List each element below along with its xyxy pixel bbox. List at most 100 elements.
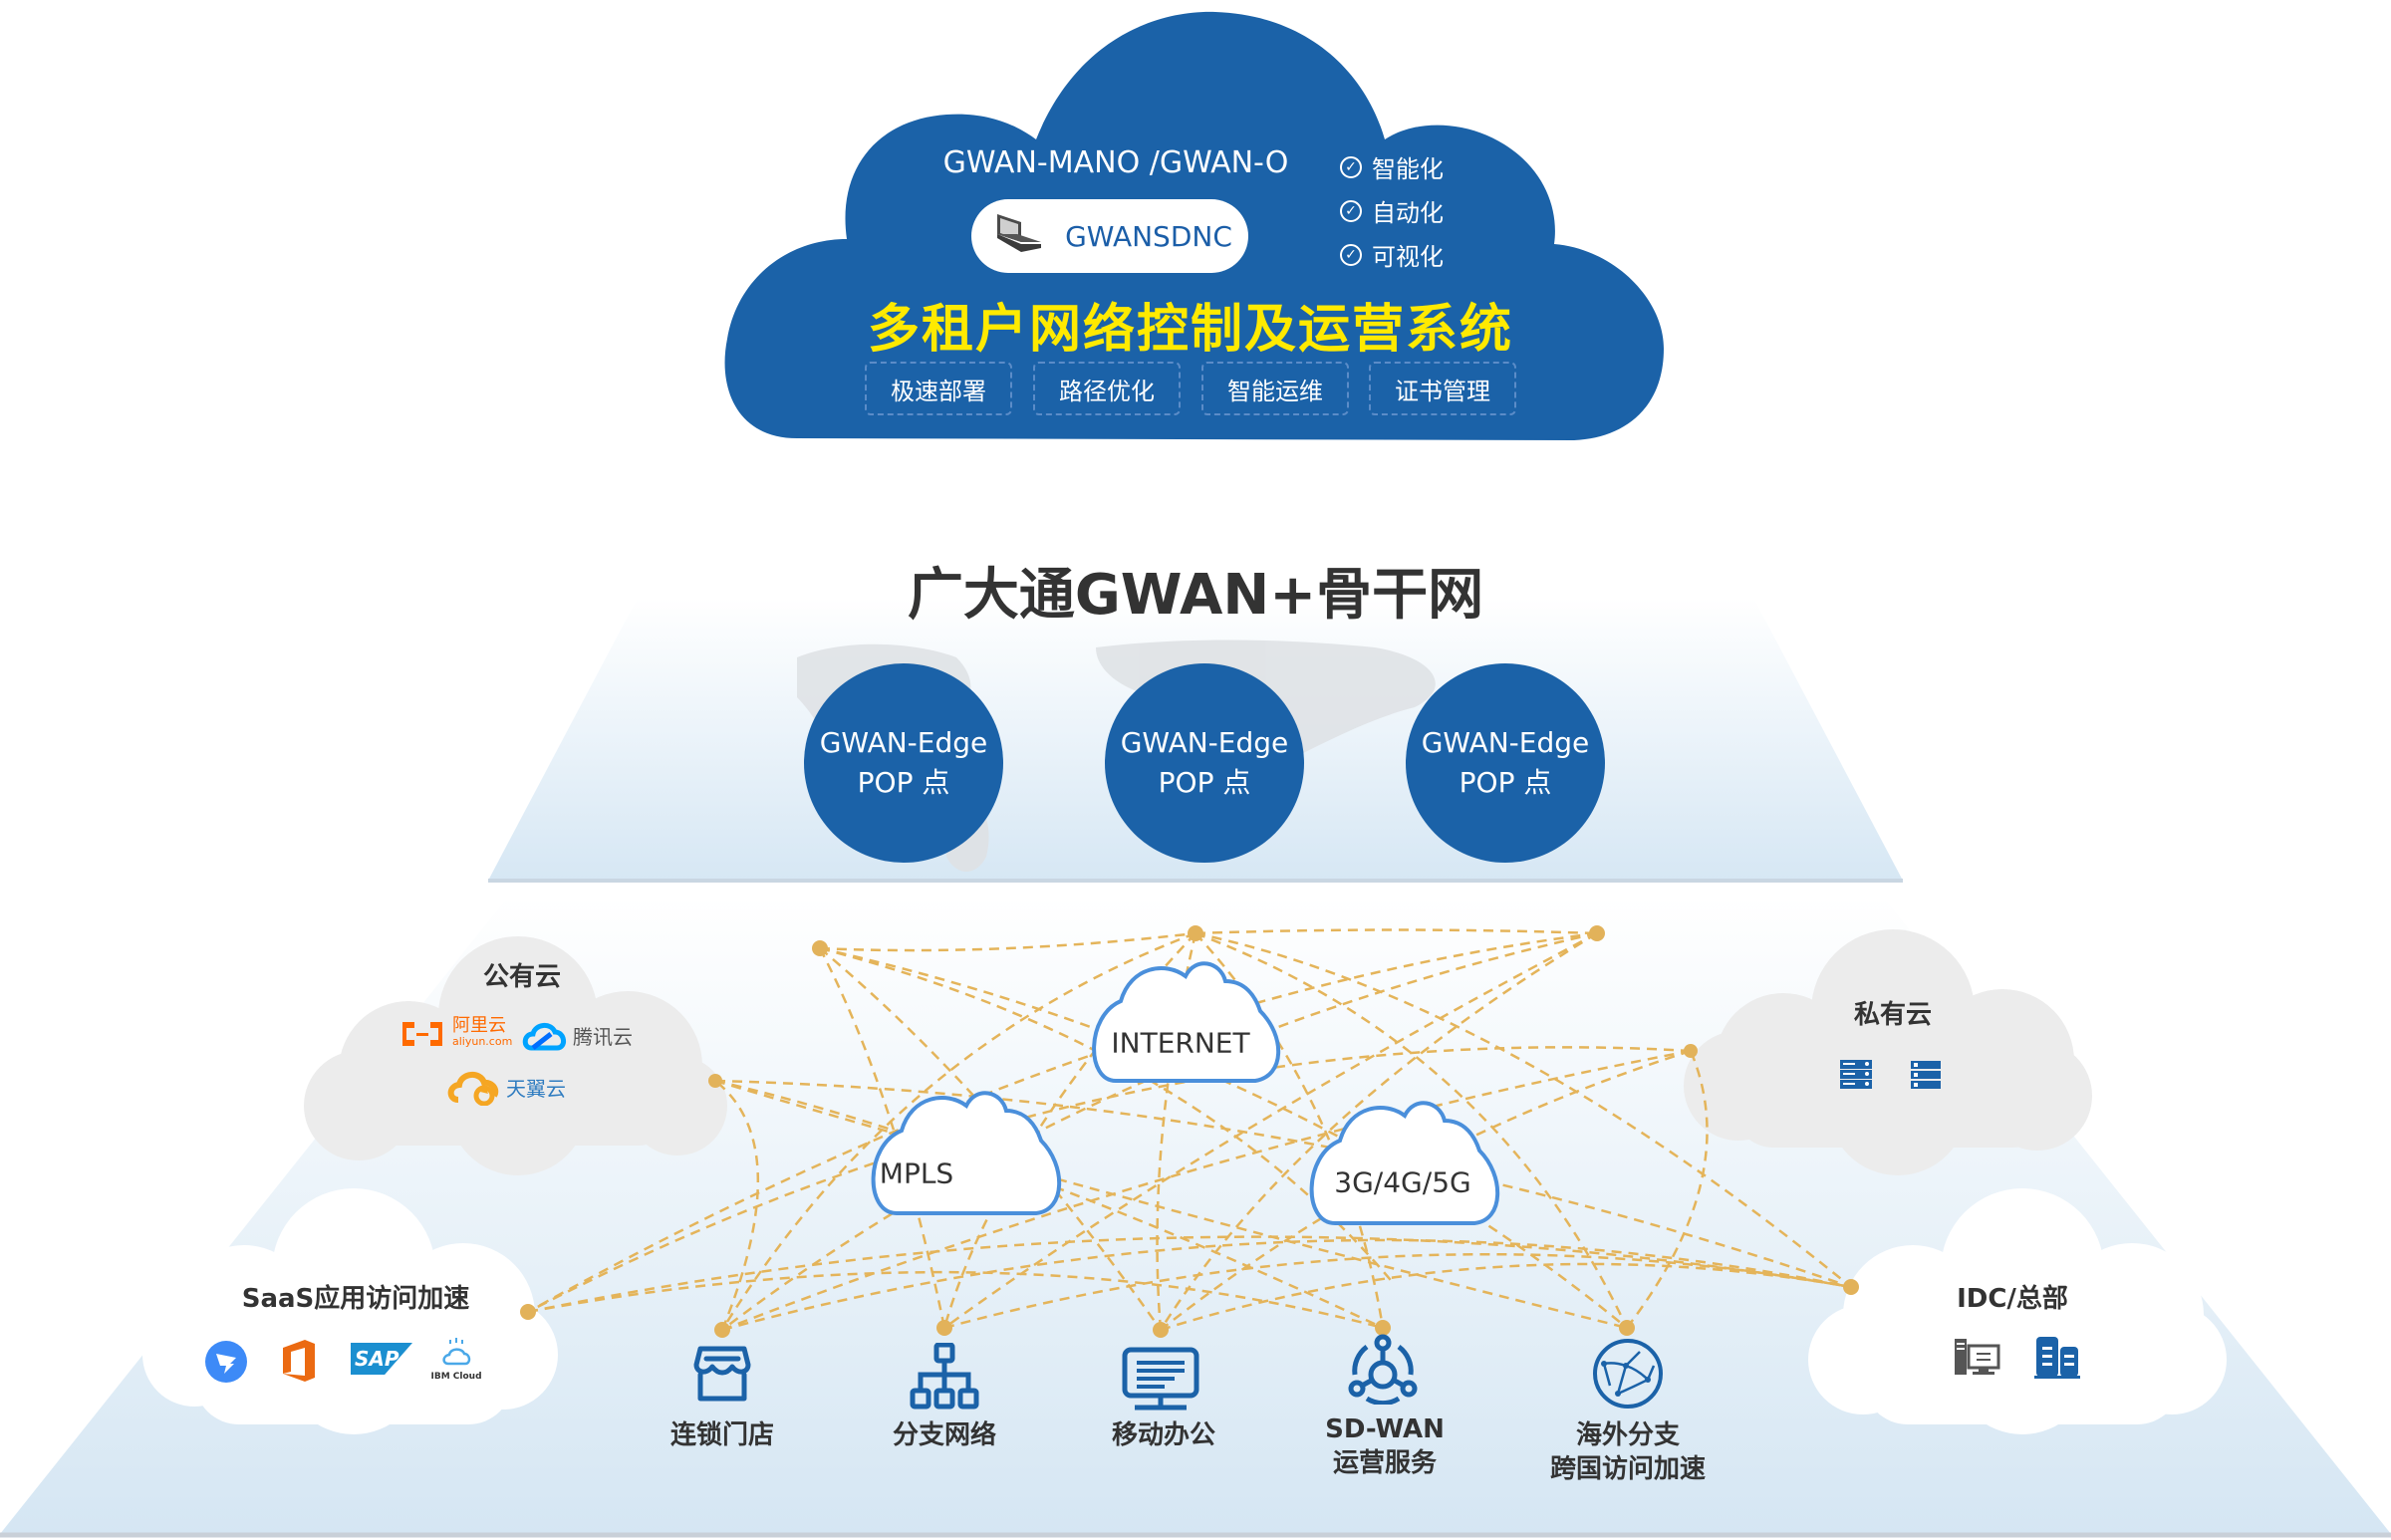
link	[527, 931, 1598, 1314]
node-dot	[812, 940, 828, 956]
endpoint-label: 分支网络	[893, 1418, 996, 1452]
link	[1195, 931, 1629, 1329]
capability-box[interactable]: 证书管理	[1369, 362, 1516, 415]
mpls-cloud-shape	[871, 1091, 1062, 1215]
pop-node[interactable]: GWAN-Edge POP 点	[1406, 663, 1605, 863]
tencent-cloud-logo: 腾讯云	[521, 1018, 633, 1052]
node-dot	[1684, 1044, 1698, 1058]
link	[720, 931, 1196, 1331]
pop-node-name: GWAN-Edge	[819, 726, 988, 759]
node-dot	[1589, 925, 1605, 941]
capability-box[interactable]: 极速部署	[865, 362, 1012, 415]
feature-check-3: ✓ 可视化	[1340, 237, 1444, 272]
ibm-cloud-logo-icon	[442, 1338, 471, 1366]
pop-node[interactable]: GWAN-Edge POP 点	[804, 663, 1003, 863]
tencent-cloud-logo-icon	[522, 1023, 566, 1051]
sdwan-hub-icon	[1348, 1334, 1418, 1405]
dingtalk-logo-icon	[205, 1341, 247, 1383]
endpoint-label-line1: 移动办公	[1111, 1420, 1216, 1450]
endpoint-label: 移动办公	[1112, 1418, 1215, 1452]
link	[819, 931, 1196, 952]
tianyi-cloud-name: 天翼云	[506, 1076, 566, 1101]
controller-label: GWANSDNC	[1065, 219, 1232, 253]
node-dot	[1843, 1279, 1859, 1295]
node-dot	[714, 1322, 730, 1338]
tianyi-cloud-logo-icon	[447, 1072, 499, 1106]
link	[943, 1252, 1852, 1330]
node-dot	[1153, 1322, 1169, 1338]
public-cloud-shape	[304, 936, 727, 1175]
monitor-icon	[1122, 1347, 1199, 1411]
management-subtitle: GWAN-MANO /GWAN-O	[942, 145, 1289, 180]
feature-check-label: 可视化	[1372, 243, 1444, 271]
link	[714, 1079, 1852, 1289]
link	[1195, 928, 1598, 935]
tencent-cloud-name: 腾讯云	[573, 1024, 633, 1049]
link	[714, 1079, 1384, 1330]
feature-check-label: 自动化	[1372, 199, 1444, 227]
node-dot	[936, 1320, 952, 1336]
endpoint-label-line1: 海外分支	[1575, 1420, 1681, 1450]
pop-node-type: POP 点	[1158, 766, 1251, 799]
check-circle-icon: ✓	[1340, 199, 1362, 222]
idc-cloud-label: IDC/总部	[1957, 1284, 2068, 1314]
endpoint-label: 海外分支 跨国访问加速	[1550, 1418, 1706, 1486]
branch-network-icon	[910, 1343, 979, 1410]
cellular-cloud-shape	[1309, 1101, 1500, 1225]
feature-check-1: ✓ 智能化	[1340, 149, 1444, 184]
internet-cloud-shape	[1092, 961, 1281, 1083]
aliyun-logo-icon	[402, 1022, 442, 1046]
link	[527, 1270, 1384, 1330]
controller-pill[interactable]: GWANSDNC	[971, 199, 1248, 273]
ibm-cloud-text: IBM Cloud	[430, 1372, 482, 1382]
link	[721, 1238, 1852, 1332]
node-dot	[708, 1074, 722, 1088]
management-title: 多租户网络控制及运营系统	[867, 300, 1514, 360]
link	[1195, 931, 1852, 1288]
building-icon	[2034, 1337, 2080, 1379]
endpoint-label-line1: 分支网络	[892, 1420, 997, 1450]
node-dot	[1619, 1320, 1635, 1336]
endpoint-label-line2: 跨国访问加速	[1549, 1454, 1707, 1484]
link	[714, 1079, 1628, 1330]
internet-label: INTERNET	[1111, 1026, 1250, 1060]
saas-cloud-label: SaaS应用访问加速	[241, 1284, 470, 1314]
public-cloud-label: 公有云	[482, 962, 562, 992]
capability-box[interactable]: 路径优化	[1033, 362, 1181, 415]
endpoint-label-line2: 运营服务	[1332, 1448, 1437, 1478]
aliyun-name: 阿里云	[452, 1015, 506, 1036]
server-rack-icon	[1840, 1060, 1872, 1089]
mpls-label: MPLS	[879, 1156, 954, 1190]
link	[1195, 932, 1385, 1329]
pop-node-type: POP 点	[1459, 766, 1552, 799]
laptop-icon	[997, 214, 1042, 252]
ibm-cloud-logo: IBM Cloud	[428, 1338, 484, 1382]
backbone-title: 广大通GWAN+骨干网	[907, 563, 1484, 628]
link	[527, 1046, 1692, 1314]
cellular-label: 3G/4G/5G	[1334, 1165, 1471, 1199]
server-stack-icon	[1911, 1061, 1941, 1089]
idc-cloud-shape	[1808, 1188, 2227, 1434]
node-dot	[520, 1304, 536, 1320]
data-center-icon	[1955, 1339, 2000, 1375]
store-icon	[693, 1346, 751, 1402]
link	[943, 931, 1598, 1330]
capability-box[interactable]: 智能运维	[1201, 362, 1349, 415]
endpoint-label: SD-WAN 运营服务	[1325, 1412, 1445, 1480]
link	[1160, 1262, 1852, 1332]
link	[721, 931, 1598, 1331]
private-cloud-shape	[1684, 929, 2092, 1175]
link	[1160, 1049, 1692, 1331]
check-circle-icon: ✓	[1340, 155, 1362, 178]
node-dot	[1375, 1320, 1391, 1336]
pop-node[interactable]: GWAN-Edge POP 点	[1105, 663, 1304, 863]
pop-node-name: GWAN-Edge	[1421, 726, 1590, 759]
feature-check-2: ✓ 自动化	[1340, 193, 1444, 228]
link	[527, 1235, 1852, 1314]
endpoint-label-line1: 连锁门店	[669, 1420, 775, 1450]
endpoint-label-line1: SD-WAN	[1325, 1414, 1445, 1444]
aliyun-domain: aliyun.com	[452, 1035, 513, 1048]
private-cloud-label: 私有云	[1853, 1000, 1933, 1030]
aliyun-logo: 阿里云 aliyun.com	[398, 1015, 513, 1050]
